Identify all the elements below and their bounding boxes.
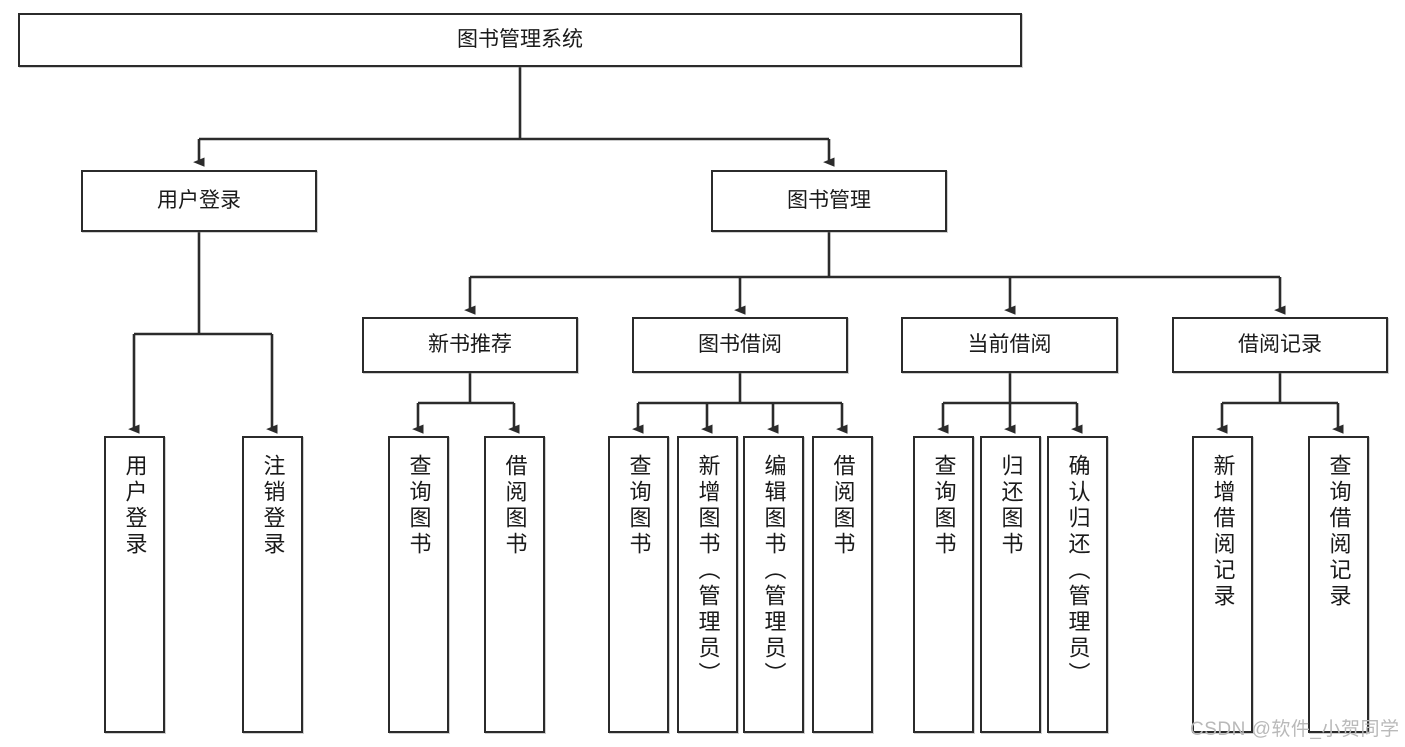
leaf-record-add-borrow-record[interactable]: 新增借阅记录 <box>1192 436 1253 733</box>
leaf-borrow-add-book-admin[interactable]: 新增图书（管理员） <box>677 436 738 733</box>
leaf-record-query-borrow-record[interactable]: 查询借阅记录 <box>1308 436 1369 733</box>
leaf-recommend-borrow-book[interactable]: 借阅图书 <box>484 436 545 733</box>
node-label: 用户登录 <box>157 188 241 212</box>
node-label: 查询借阅记录 <box>1326 454 1352 610</box>
leaf-current-query-book[interactable]: 查询图书 <box>913 436 974 733</box>
leaf-borrow-borrow-book[interactable]: 借阅图书 <box>812 436 873 733</box>
node-label: 图书管理 <box>787 188 871 212</box>
node-label: 新书推荐 <box>428 332 512 356</box>
csdn-watermark: CSDN @软件_小贺同学 <box>1190 719 1400 740</box>
node-label: 新增图书（管理员） <box>695 454 721 688</box>
node-label: 新增借阅记录 <box>1210 454 1236 610</box>
node-label: 查询图书 <box>406 454 432 558</box>
node-label: 图书管理系统 <box>457 27 583 51</box>
node-label: 借阅图书 <box>502 454 528 558</box>
node-label: 确认归还（管理员） <box>1065 454 1091 688</box>
node-book-management[interactable]: 图书管理 <box>711 170 947 232</box>
leaf-user-logout[interactable]: 注销登录 <box>242 436 303 733</box>
leaf-borrow-edit-book-admin[interactable]: 编辑图书（管理员） <box>743 436 804 733</box>
leaf-recommend-query-book[interactable]: 查询图书 <box>388 436 449 733</box>
node-label: 归还图书 <box>998 454 1024 558</box>
node-label: 注销登录 <box>260 454 286 558</box>
node-label: 当前借阅 <box>967 332 1052 356</box>
leaf-current-confirm-return-admin[interactable]: 确认归还（管理员） <box>1047 436 1108 733</box>
node-root-system[interactable]: 图书管理系统 <box>18 13 1022 67</box>
node-user-login[interactable]: 用户登录 <box>81 170 317 232</box>
leaf-current-return-book[interactable]: 归还图书 <box>980 436 1041 733</box>
node-label: 编辑图书（管理员） <box>761 454 787 688</box>
node-label: 借阅图书 <box>830 454 856 558</box>
node-label: 借阅记录 <box>1238 332 1322 356</box>
leaf-user-login[interactable]: 用户登录 <box>104 436 165 733</box>
node-label: 用户登录 <box>122 454 148 558</box>
node-label: 查询图书 <box>626 454 652 558</box>
node-book-borrow[interactable]: 图书借阅 <box>632 317 848 373</box>
node-label: 图书借阅 <box>698 332 782 356</box>
node-new-book-recommend[interactable]: 新书推荐 <box>362 317 578 373</box>
node-current-borrow[interactable]: 当前借阅 <box>901 317 1118 373</box>
node-label: 查询图书 <box>931 454 957 558</box>
leaf-borrow-query-book[interactable]: 查询图书 <box>608 436 669 733</box>
node-borrow-record[interactable]: 借阅记录 <box>1172 317 1388 373</box>
